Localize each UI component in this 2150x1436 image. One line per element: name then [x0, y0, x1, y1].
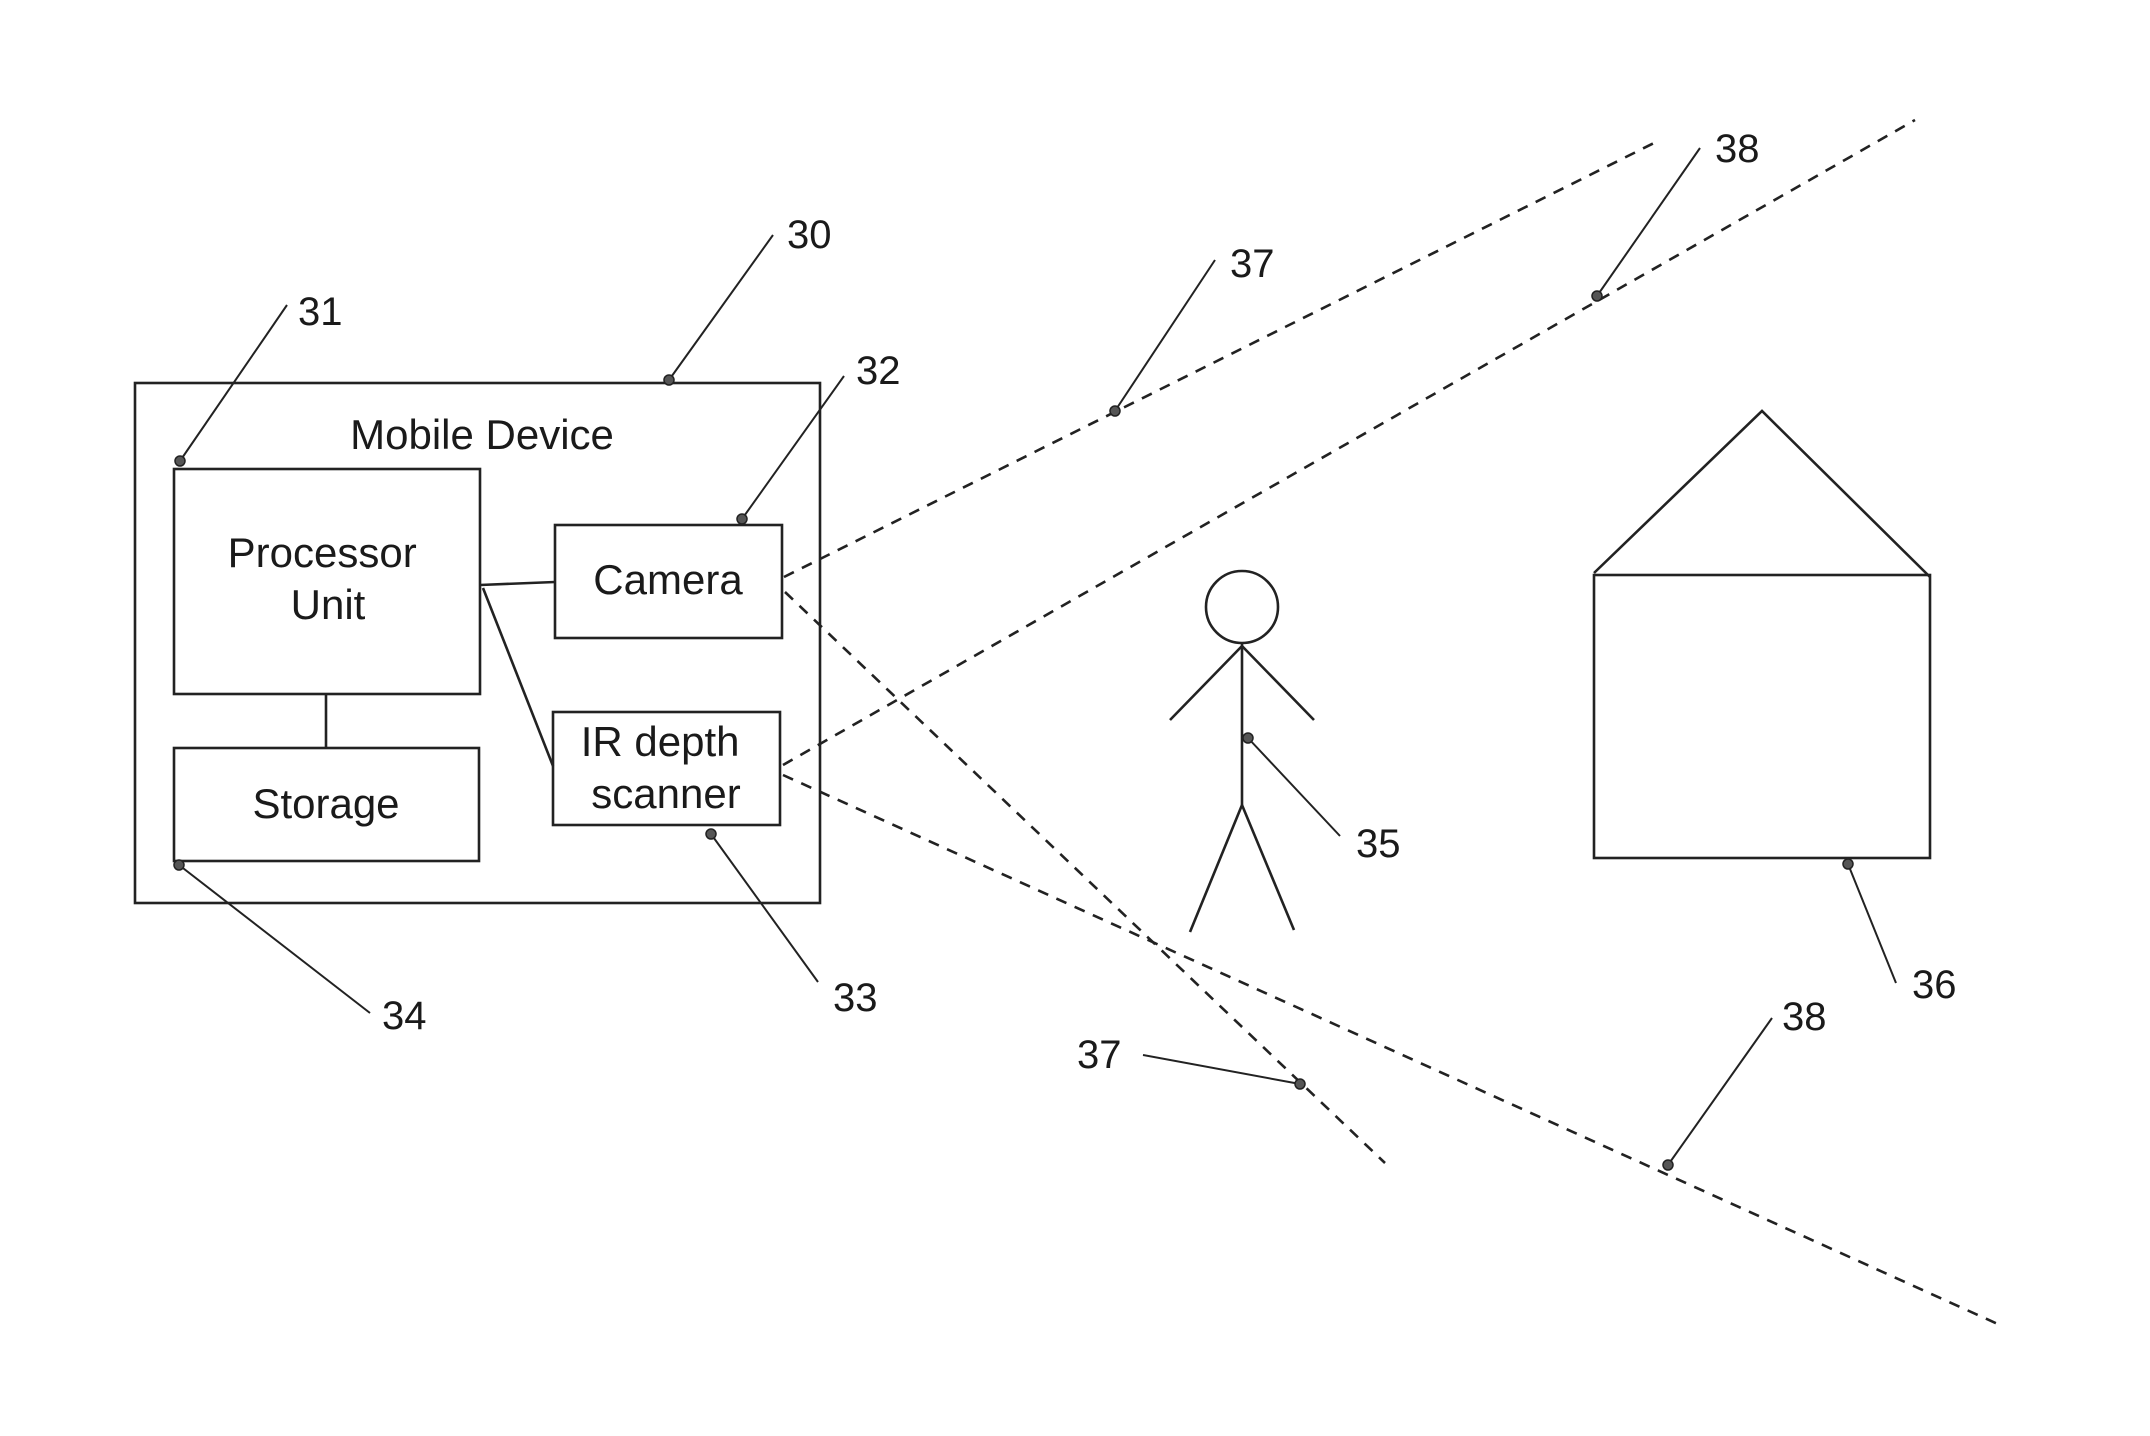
processor-camera-connector [480, 582, 555, 585]
person-left-arm [1170, 646, 1242, 720]
person-right-leg [1242, 805, 1294, 930]
house-roof [1594, 411, 1930, 577]
house-body [1594, 575, 1930, 858]
ref-numeral-33: 33 [833, 976, 878, 1020]
ref-numeral-30: 30 [787, 213, 832, 257]
leader-dot-35 [1243, 733, 1253, 743]
leader-36 [1848, 864, 1896, 983]
scanner-fov-upper-line [783, 120, 1915, 765]
processor-scanner-connector [483, 588, 553, 766]
ir-depth-scanner-label: IR depth scanner [581, 718, 751, 817]
person-head [1206, 571, 1278, 643]
person-left-leg [1190, 805, 1242, 932]
ref-numeral-37-lower: 37 [1077, 1033, 1122, 1077]
camera-label: Camera [593, 556, 743, 603]
leader-dot-32 [737, 514, 747, 524]
leader-dot-37-lower [1295, 1079, 1305, 1089]
leader-dot-38-lower [1663, 1160, 1673, 1170]
ref-numeral-31: 31 [298, 290, 343, 334]
processor-unit-label: Processor Unit [228, 529, 429, 628]
leader-dot-36 [1843, 859, 1853, 869]
ir-depth-scanner-label-line-1: IR depth [581, 718, 740, 765]
ir-depth-scanner-label-line-2: scanner [591, 770, 740, 817]
house-figure [1594, 411, 1930, 858]
leader-dot-31 [175, 456, 185, 466]
ref-numeral-38-upper: 38 [1715, 127, 1760, 171]
leader-35 [1248, 738, 1340, 836]
leader-32 [742, 376, 844, 519]
ref-numeral-38-lower: 38 [1782, 995, 1827, 1039]
ref-numeral-36: 36 [1912, 963, 1957, 1007]
person-figure [1170, 571, 1314, 932]
leader-38-upper [1597, 148, 1700, 296]
storage-label: Storage [252, 780, 399, 827]
leader-dot-37-upper [1110, 406, 1120, 416]
processor-unit-label-line-2: Unit [291, 581, 366, 628]
camera-fov-upper-line [784, 140, 1660, 577]
leader-38-lower [1668, 1018, 1772, 1165]
processor-unit-label-line-1: Processor [228, 529, 417, 576]
ref-numeral-32: 32 [856, 349, 901, 393]
leader-dot-30 [664, 375, 674, 385]
leader-34 [179, 865, 370, 1013]
leader-dot-33 [706, 829, 716, 839]
camera-fov-lower-line [785, 592, 1385, 1163]
leader-30 [669, 235, 773, 380]
mobile-device-title: Mobile Device [350, 411, 614, 458]
ref-numeral-34: 34 [382, 994, 427, 1038]
leader-37-lower [1143, 1055, 1300, 1084]
ref-numeral-35: 35 [1356, 822, 1401, 866]
leader-dot-38-upper [1592, 291, 1602, 301]
leader-dot-34 [174, 860, 184, 870]
leader-33 [711, 834, 818, 982]
person-right-arm [1242, 646, 1314, 720]
ref-numeral-37-upper: 37 [1230, 242, 1275, 286]
